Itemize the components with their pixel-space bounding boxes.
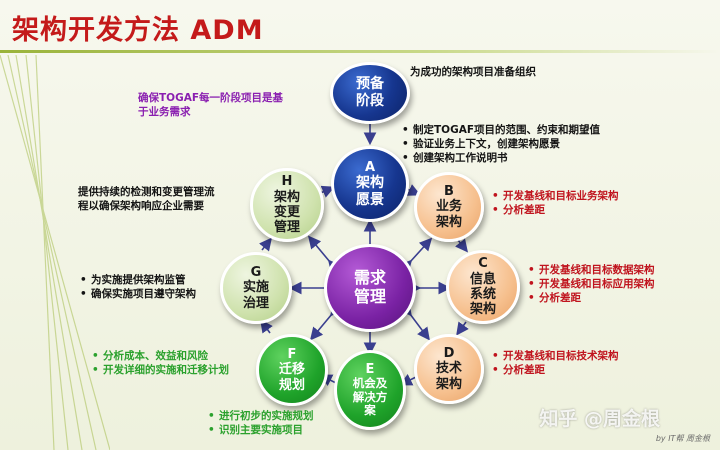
phase-letter: D (443, 346, 455, 361)
phase-letter: G (250, 265, 262, 280)
phase-label: 预备 (356, 76, 384, 93)
phase-h-change-management: H 架构 变更 管理 (250, 168, 324, 242)
note-text: 提供持续的检测和变更管理流 (78, 186, 215, 198)
note-text: 程以确保架构响应企业需要 (78, 199, 204, 212)
spoke-h (307, 235, 342, 274)
note-item: 分析成本、效益和风险 (92, 350, 262, 364)
hub-label: 需求 (353, 268, 386, 288)
phase-g-implementation-governance: G 实施 治理 (220, 252, 292, 324)
phase-label: 规划 (278, 377, 305, 393)
phase-label: 解决方 (352, 389, 388, 404)
phase-f-migration-planning: F 迁移 规划 (256, 334, 328, 406)
note-item: 开发基线和目标业务架构 (492, 190, 692, 204)
note-item: 分析差距 (492, 364, 692, 378)
phase-c-information-systems: C 信息 系统 架构 (446, 250, 520, 324)
arrow-b-c (455, 238, 468, 253)
spoke-d (399, 302, 430, 341)
arrow-f-g (260, 319, 273, 334)
phase-label: 技术 (435, 361, 462, 377)
phase-label: 变更 (273, 205, 300, 220)
phase-letter: H (281, 174, 293, 190)
spoke-b (398, 237, 433, 274)
watermark: 知乎 @周金根 (539, 408, 660, 430)
note-item: 为实施提供架构监管 (80, 274, 230, 288)
spoke-f (309, 302, 344, 341)
phase-b-business-architecture: B 业务 架构 (414, 172, 484, 242)
phase-label: 信息 (469, 271, 496, 287)
phase-letter: C (478, 256, 488, 272)
note-item: 创建架构工作说明书 (402, 152, 692, 166)
phase-letter: E (365, 361, 375, 377)
arrow-c-d (456, 321, 469, 336)
note-item: 开发基线和目标数据架构 (528, 264, 718, 278)
phase-label: 架构 (273, 189, 300, 205)
note-item: 分析差距 (492, 204, 692, 218)
note-phase-c: 开发基线和目标数据架构 开发基线和目标应用架构 分析差距 (528, 264, 718, 306)
page-title: 架构开发方法 ADM (12, 15, 264, 46)
phase-label: 迁移 (278, 362, 305, 378)
note-phase-g: 为实施提供架构监管 确保实施项目遵守架构 (80, 274, 230, 302)
phase-a-architecture-vision: A 架构 愿景 (331, 146, 409, 222)
phase-label: 架构 (435, 376, 462, 392)
title-divider (0, 50, 720, 53)
phase-letter: A (364, 159, 376, 175)
phase-label: 实施 (242, 280, 269, 296)
note-item: 识别主要实施项目 (208, 424, 368, 438)
note-item: 分析差距 (528, 292, 718, 306)
decorative-stripes (0, 55, 110, 450)
requirements-management-hub: 需求 管理 (324, 244, 416, 332)
note-phase-h: 提供持续的检测和变更管理流 程以确保架构响应企业需要 (78, 186, 258, 214)
phase-label: 系统 (469, 287, 496, 302)
note-phase-b: 开发基线和目标业务架构 分析差距 (492, 190, 692, 218)
phase-letter: F (287, 347, 297, 362)
note-text: 于业务需求 (138, 105, 191, 118)
phase-label: 架构 (435, 214, 462, 230)
note-item: 确保实施项目遵守架构 (80, 288, 230, 302)
note-item: 进行初步的实施规划 (208, 410, 368, 424)
note-item: 开发详细的实施和迁移计划 (92, 364, 262, 378)
phase-label: 架构 (356, 175, 384, 192)
phase-preliminary: 预备 阶段 (330, 62, 410, 124)
note-item: 验证业务上下文，创建架构愿景 (402, 138, 692, 152)
phase-label: 管理 (273, 220, 300, 236)
phase-label: 业务 (435, 199, 462, 215)
note-preliminary: 为成功的架构项目准备组织 (410, 66, 536, 80)
note-item: 开发基线和目标技术架构 (492, 350, 692, 364)
arrow-g-h (259, 237, 272, 252)
phase-label: 愿景 (356, 191, 384, 208)
phase-letter: B (444, 184, 454, 199)
phase-label: 机会及 (352, 376, 388, 391)
note-phase-e: 进行初步的实施规划 识别主要实施项目 (208, 410, 368, 438)
note-text: 确保TOGAF每一阶段项目是基 (138, 92, 284, 104)
credit-text: by IT帮 周金根 (655, 434, 710, 443)
note-item: 开发基线和目标应用架构 (528, 278, 718, 292)
phase-label: 治理 (242, 295, 269, 311)
hub-label: 管理 (353, 287, 386, 306)
note-phase-f: 分析成本、效益和风险 开发详细的实施和迁移计划 (92, 350, 262, 378)
phase-label: 架构 (469, 302, 496, 318)
note-phase-a: 制定TOGAF项目的范围、约束和期望值 验证业务上下文，创建架构愿景 创建架构工… (402, 124, 692, 166)
phase-label: 阶段 (356, 93, 384, 109)
note-text: 为成功的架构项目准备组织 (410, 66, 536, 78)
note-requirements: 确保TOGAF每一阶段项目是基 于业务需求 (138, 92, 328, 120)
phase-label: 案 (364, 403, 376, 418)
note-phase-d: 开发基线和目标技术架构 分析差距 (492, 350, 692, 378)
phase-d-technology-architecture: D 技术 架构 (414, 334, 484, 404)
note-item: 制定TOGAF项目的范围、约束和期望值 (402, 124, 692, 138)
